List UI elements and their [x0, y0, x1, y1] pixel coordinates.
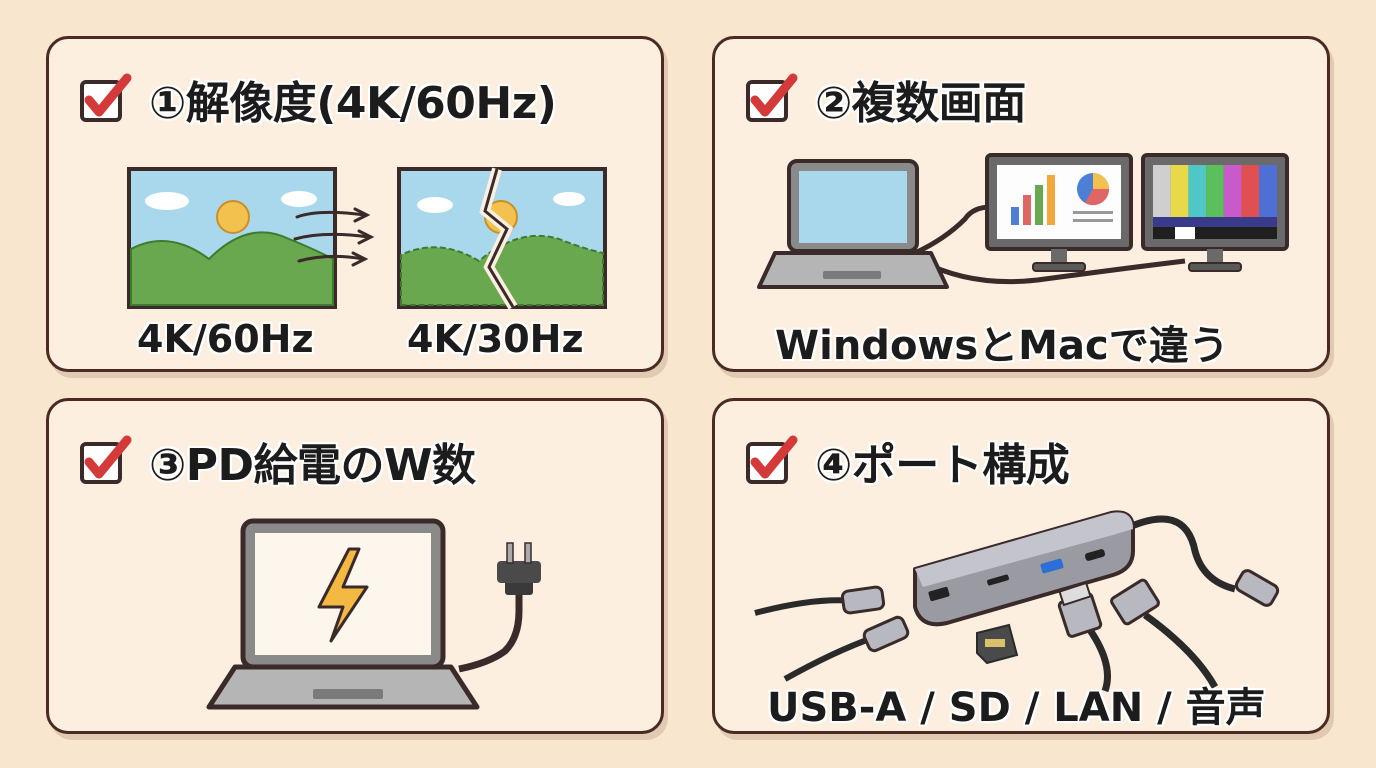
usb-c-connector-icon	[840, 585, 886, 615]
caption-4k30: 4K/30Hz	[407, 317, 584, 361]
resolution-header: ①解像度(4K/60Hz)	[79, 67, 557, 131]
ports-title: ④ポート構成	[815, 440, 1070, 491]
multi-display-title: ②複数画面	[815, 78, 1026, 129]
caption-4k60: 4K/60Hz	[137, 317, 314, 361]
monitor-chart-icon	[985, 153, 1133, 272]
multi-display-card: ②複数画面	[712, 36, 1330, 372]
usb-c-connector-icon	[862, 615, 910, 653]
usb-c-connector-icon	[1234, 569, 1280, 607]
checkbox-checked-icon	[746, 435, 798, 484]
sd-card-icon	[976, 623, 1019, 665]
usb-a-connector-icon	[1057, 581, 1103, 638]
pd-power-illustration	[206, 518, 541, 710]
power-plug-icon	[458, 542, 541, 673]
usb-hub-icon	[913, 510, 1135, 627]
monitor-colorbars-icon	[1141, 153, 1289, 272]
ports-caption: USB-A / SD / LAN / 音声	[767, 685, 1266, 731]
pd-power-card: ③PD給電のW数	[46, 398, 664, 734]
pd-power-header: ③PD給電のW数	[79, 429, 476, 493]
multi-display-caption: WindowsとMacで違う	[775, 323, 1229, 369]
laptop-charging-icon	[206, 518, 480, 710]
multi-display-illustration	[757, 153, 1289, 289]
checkbox-checked-icon	[746, 73, 798, 122]
resolution-illustration	[127, 167, 607, 310]
checkbox-checked-icon	[80, 435, 132, 484]
resolution-card: ①解像度(4K/60Hz) 4K/60Hz 4K/30Hz	[46, 36, 664, 372]
ports-card: ④ポート構成	[712, 398, 1330, 734]
ports-header: ④ポート構成	[745, 429, 1070, 493]
laptop-icon	[757, 159, 949, 289]
usb-hub-illustration	[754, 510, 1280, 693]
motion-arrows-icon	[293, 207, 375, 267]
multi-display-header: ②複数画面	[745, 67, 1026, 131]
checkbox-checked-icon	[80, 73, 132, 122]
usb-a-connector-icon	[1110, 578, 1160, 626]
smooth-landscape-image	[127, 167, 337, 309]
resolution-title: ①解像度(4K/60Hz)	[149, 78, 557, 129]
choppy-landscape-image	[397, 167, 607, 310]
pd-power-title: ③PD給電のW数	[149, 440, 476, 491]
